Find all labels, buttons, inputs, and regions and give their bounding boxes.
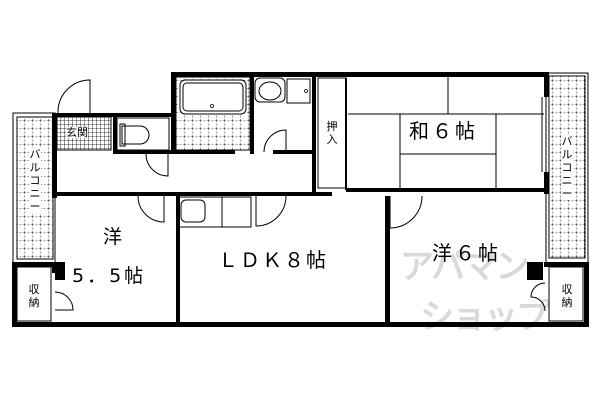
- label-storage-left: 収納: [28, 283, 40, 309]
- storage-left: [16, 266, 52, 322]
- room-label-ldk: ＬＤＫ８帖: [218, 248, 328, 272]
- watermark-line2: ショップ: [420, 297, 550, 337]
- bathtub: [175, 76, 251, 151]
- label-balcony-left: バルコニー: [29, 148, 41, 213]
- room-label-japanese: 和６帖: [409, 119, 478, 143]
- room-label-western-left-top: 洋: [103, 226, 123, 248]
- room-label-entrance: 玄関: [66, 126, 88, 139]
- walls: [12, 72, 589, 327]
- label-storage-right: 収納: [561, 283, 573, 309]
- toilet: [116, 117, 170, 177]
- entrance-door: [57, 79, 91, 114]
- room-label-western-left-size: 5．5帖: [72, 265, 147, 287]
- watermark-line1: アパマン: [400, 247, 529, 287]
- door-ldk: [255, 195, 287, 227]
- tatami: [348, 77, 544, 188]
- kitchen-counter: [178, 196, 252, 228]
- door-western-right: [389, 195, 423, 229]
- room-label-western-right: 洋６帖: [432, 241, 501, 265]
- washbasin: [254, 77, 311, 153]
- label-oshiire: 押入: [326, 120, 338, 146]
- door-western-left: [137, 195, 165, 223]
- storage-right: [548, 266, 584, 322]
- label-balcony-right: バルコニー: [561, 135, 573, 200]
